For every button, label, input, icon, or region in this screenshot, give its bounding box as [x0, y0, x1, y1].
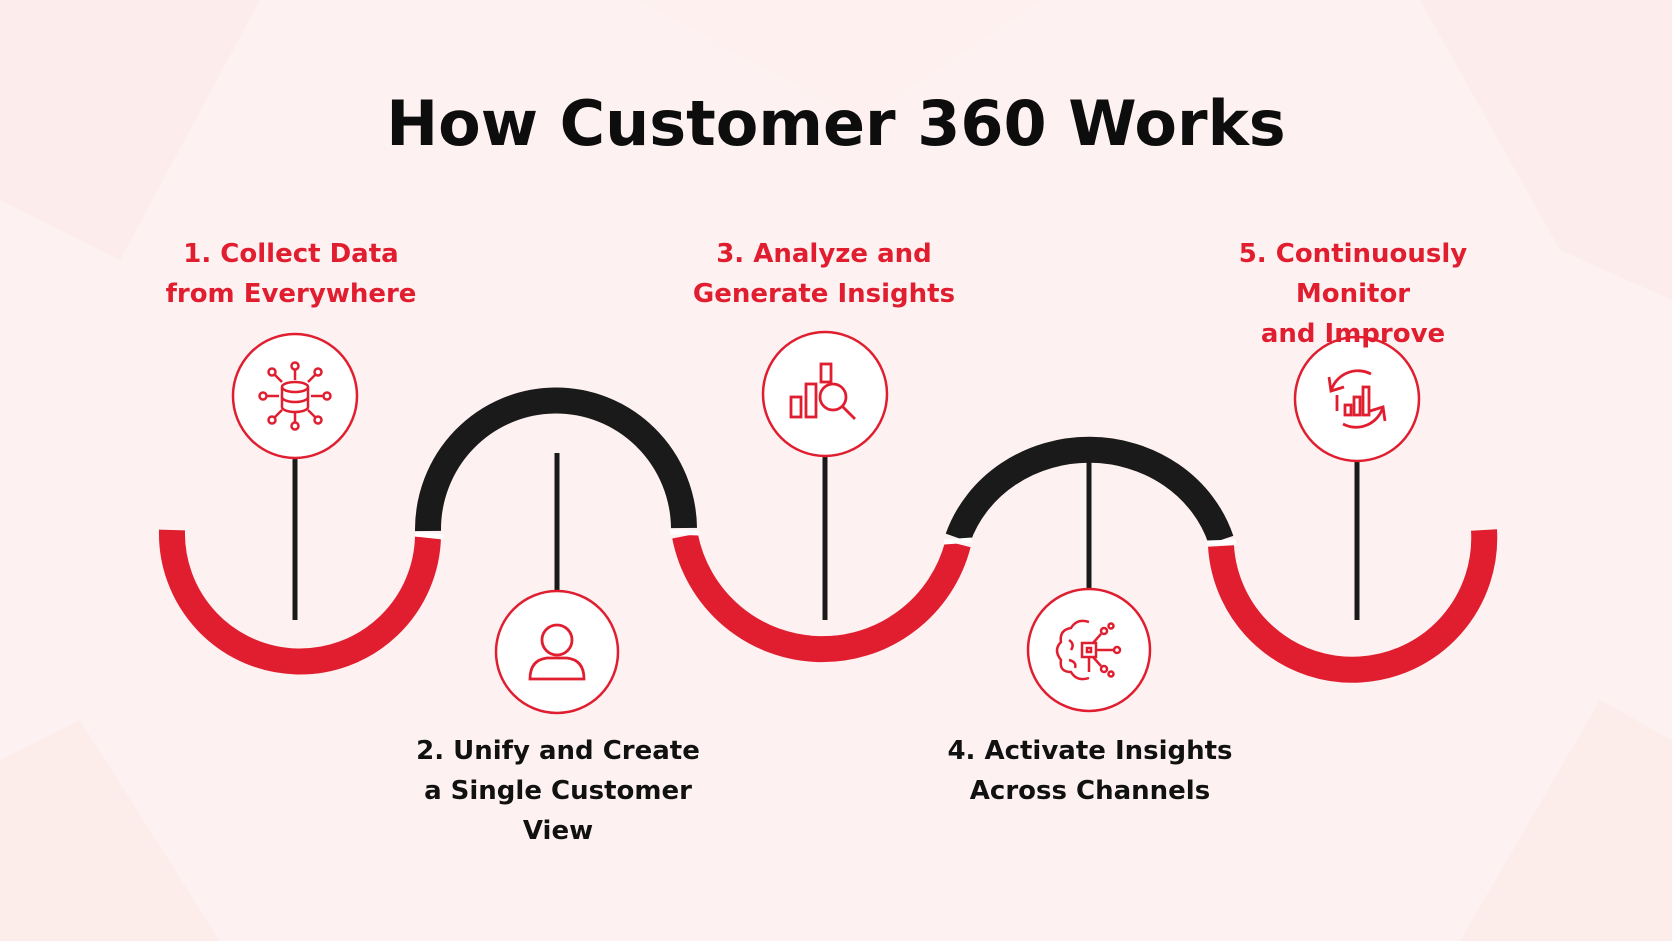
- step-2-icon-circle: [494, 589, 620, 715]
- step-4-icon-circle: [1026, 587, 1152, 713]
- wave-segment-1: [158, 529, 441, 675]
- step-3-icon-circle: [761, 330, 889, 458]
- database-network-icon: [258, 361, 332, 431]
- brain-circuit-icon: [1055, 619, 1122, 681]
- page-title: How Customer 360 Works: [386, 87, 1286, 160]
- step-5-label: 5. Continuously Monitor and Improve: [1238, 239, 1468, 349]
- wave-segment-3: [672, 533, 971, 663]
- step-3-label: 3. Analyze and Generate Insights: [692, 239, 956, 309]
- step-2-label: 2. Unify and Create a Single Customer Vi…: [416, 736, 700, 846]
- wave-segment-5: [1208, 529, 1498, 683]
- step-1-label: 1. Collect Data from Everywhere: [165, 239, 417, 309]
- step-4-label: 4. Activate Insights Across Channels: [947, 736, 1233, 806]
- user-icon: [528, 623, 586, 681]
- chart-magnifier-icon: [789, 362, 856, 420]
- refresh-chart-icon: [1327, 369, 1387, 429]
- wave-segment-2: [414, 387, 697, 532]
- step-5-icon-circle: [1293, 335, 1421, 463]
- step-1-icon-circle: [231, 332, 359, 460]
- wave-segment-4: [945, 436, 1234, 545]
